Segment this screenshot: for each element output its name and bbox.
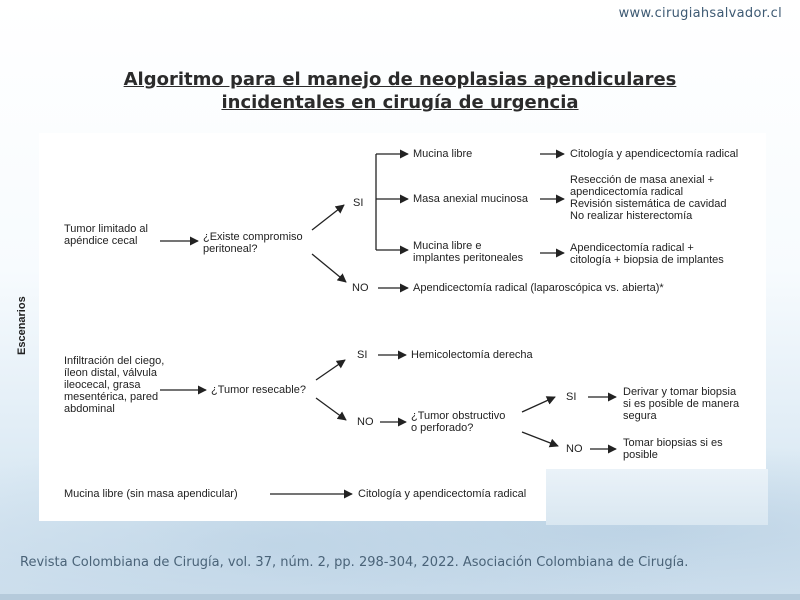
node-text: citología + biopsia de implantes	[570, 254, 724, 266]
node-hemicolectomia: Hemicolectomía derecha	[411, 349, 533, 361]
arrow-s1-question-si	[311, 204, 345, 231]
node-apendicectomia-laparoscopica: Apendicectomía radical (laparoscópica vs…	[413, 282, 664, 294]
label-s2-si: SI	[357, 349, 368, 361]
arrow-obstructivo-no	[521, 431, 559, 448]
node-text: Mucina libre e	[413, 240, 482, 252]
label-s3-no: NO	[566, 443, 583, 455]
citation: Revista Colombiana de Cirugía, vol. 37, …	[20, 555, 689, 570]
node-text: ¿Existe compromiso	[203, 231, 303, 243]
title-line-2: incidentales en cirugía de urgencia	[221, 92, 579, 113]
node-text: implantes peritoneales	[413, 252, 524, 264]
node-text: apéndice cecal	[64, 235, 138, 247]
node-apendicectomia-biopsia: Apendicectomía radical + citología + bio…	[570, 242, 724, 266]
node-text: ¿Tumor obstructivo	[411, 410, 506, 422]
node-text: Infiltración del ciego,	[64, 355, 165, 367]
node-text: peritoneal?	[203, 243, 258, 255]
panel-notch	[546, 469, 768, 525]
node-text: ileocecal, grasa	[64, 379, 141, 391]
page-title: Algoritmo para el manejo de neoplasias a…	[0, 68, 800, 114]
node-text: mesentérica, pared	[64, 391, 159, 403]
node-text: íleon distal, válvula	[64, 367, 157, 379]
arrow-s1-question-no	[311, 253, 347, 283]
axis-label-escenarios: Escenarios	[16, 296, 28, 355]
title-line-1: Algoritmo para el manejo de neoplasias a…	[123, 69, 677, 90]
node-mucina-libre-sin-masa: Mucina libre (sin masa apendicular)	[64, 488, 238, 500]
arrow-obstructivo-si	[521, 396, 556, 413]
arrow-s2-question-si	[315, 359, 346, 381]
node-compromiso-peritoneal: ¿Existe compromiso peritoneal?	[203, 231, 303, 255]
node-tumor-limitado: Tumor limitado al apéndice cecal	[64, 223, 148, 247]
node-text: abdominal	[64, 403, 115, 415]
bottom-bar	[0, 594, 800, 600]
node-infiltracion-ciego: Infiltración del ciego, íleon distal, vá…	[64, 355, 164, 415]
node-text: Apendicectomía radical +	[570, 242, 694, 254]
label-s1-si: SI	[353, 197, 364, 209]
node-text: Derivar y tomar biopsia	[623, 386, 737, 398]
node-text: Revisión sistemática de cavidad	[570, 198, 727, 210]
node-citologia-apendicectomia-2: Citología y apendicectomía radical	[358, 488, 527, 500]
node-tomar-biopsias: Tomar biopsias si es posible	[623, 437, 723, 461]
node-text: apendicectomía radical	[570, 186, 684, 198]
node-text: Resección de masa anexial +	[570, 174, 714, 186]
watermark: www.cirugiahsalvador.cl	[618, 6, 782, 21]
label-s1-no: NO	[352, 282, 369, 294]
node-text: No realizar histerectomía	[570, 210, 693, 222]
node-derivar-biopsia: Derivar y tomar biopsia si es posible de…	[623, 386, 739, 422]
node-tumor-resecable: ¿Tumor resecable?	[211, 384, 306, 396]
node-masa-anexial: Masa anexial mucinosa	[413, 193, 528, 205]
node-reseccion-masa: Resección de masa anexial + apendicectom…	[570, 174, 727, 222]
node-text: Tumor limitado al	[64, 223, 148, 235]
label-s2-no: NO	[357, 416, 374, 428]
node-mucina-implantes: Mucina libre e implantes peritoneales	[413, 240, 523, 264]
label-s3-si: SI	[566, 391, 577, 403]
node-tumor-obstructivo: ¿Tumor obstructivo o perforado?	[411, 410, 505, 434]
node-text: Tomar biopsias si es	[623, 437, 723, 449]
node-text: o perforado?	[411, 422, 474, 434]
arrow-s2-question-no	[315, 397, 347, 421]
node-text: posible	[623, 449, 658, 461]
node-mucina-libre: Mucina libre	[413, 148, 473, 160]
node-text: segura	[623, 410, 657, 422]
node-citologia-apendicectomia: Citología y apendicectomía radical	[570, 148, 739, 160]
node-text: si es posible de manera	[623, 398, 740, 410]
